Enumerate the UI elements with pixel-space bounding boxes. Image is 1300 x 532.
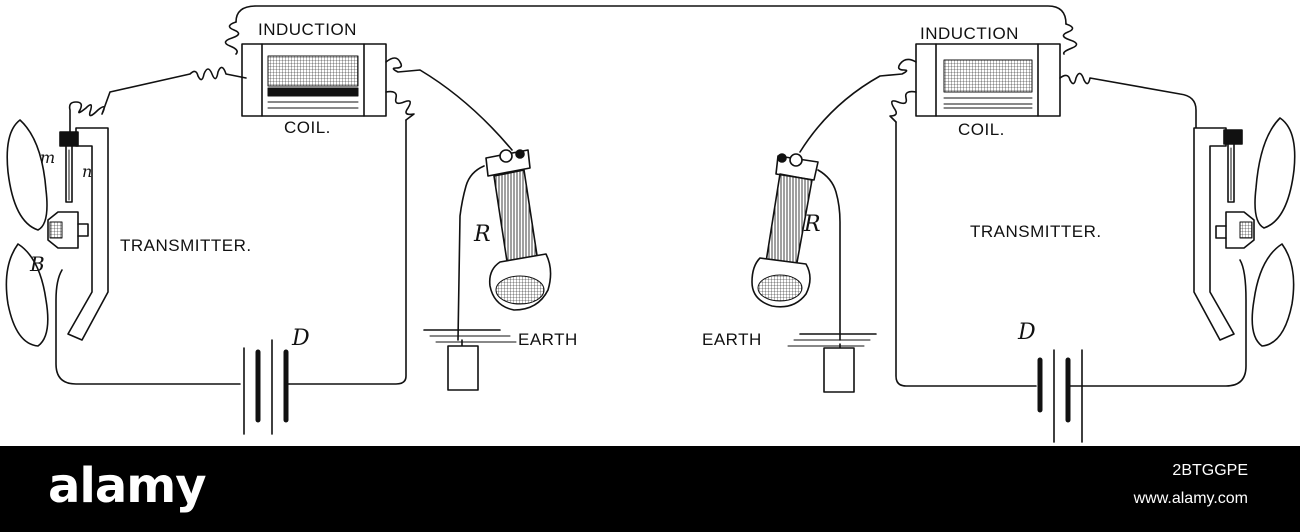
right-receiver-letter: R xyxy=(804,212,822,237)
left-part-n-letter: n xyxy=(82,162,93,181)
line-wire xyxy=(235,5,1067,25)
left-primary-wire-2 xyxy=(55,269,241,385)
left-coil-bottom-label: COIL. xyxy=(284,118,331,137)
right-transmitter xyxy=(1193,117,1296,347)
right-coil-top-label: INDUCTION xyxy=(920,24,1019,43)
right-receiver xyxy=(751,153,841,341)
brand-logo: alamy xyxy=(48,458,207,514)
right-earth-label: EARTH xyxy=(702,330,762,349)
right-coil-left-coils xyxy=(889,90,917,123)
left-earth xyxy=(423,329,517,391)
image-code: 2BTGGPE xyxy=(1172,462,1248,479)
left-part-b-letter: B xyxy=(30,252,46,276)
left-transmitter-upper-wire xyxy=(68,66,247,133)
left-receiver xyxy=(457,149,552,341)
left-battery xyxy=(243,339,289,435)
watermark-footer: alamy 2BTGGPE www.alamy.com xyxy=(0,446,1300,532)
circuit-drawing xyxy=(5,5,1296,443)
right-earth xyxy=(787,333,877,393)
right-battery xyxy=(1037,349,1083,443)
left-part-m-letter: m xyxy=(40,148,56,167)
right-transmitter-upper-wire xyxy=(1059,72,1197,135)
right-transmitter-label: TRANSMITTER. xyxy=(970,222,1102,241)
site-url: www.alamy.com xyxy=(1133,490,1248,507)
right-coil-bottom-label: COIL. xyxy=(958,120,1005,139)
left-induction-coil xyxy=(241,43,387,117)
left-battery-letter: D xyxy=(292,326,311,351)
right-primary-wire xyxy=(895,121,1037,387)
left-transmitter xyxy=(5,119,109,347)
left-top-coiled-wire xyxy=(224,21,240,55)
right-receiver-wire xyxy=(799,58,917,153)
circuit-diagram: INDUCTION COIL. TRANSMITTER. EARTH R D m… xyxy=(5,5,1296,443)
left-earth-label: EARTH xyxy=(518,330,578,349)
right-induction-coil xyxy=(915,43,1061,117)
left-transmitter-label: TRANSMITTER. xyxy=(120,236,252,255)
left-coil-top-label: INDUCTION xyxy=(258,20,357,39)
right-battery-letter: D xyxy=(1018,320,1037,345)
right-primary-wire-2 xyxy=(1069,259,1247,387)
left-coil-right-coils xyxy=(385,90,415,121)
left-receiver-letter: R xyxy=(474,222,492,247)
left-primary-wire xyxy=(287,119,407,385)
left-receiver-wire xyxy=(385,57,513,151)
right-top-coiled-wire xyxy=(1062,23,1078,55)
